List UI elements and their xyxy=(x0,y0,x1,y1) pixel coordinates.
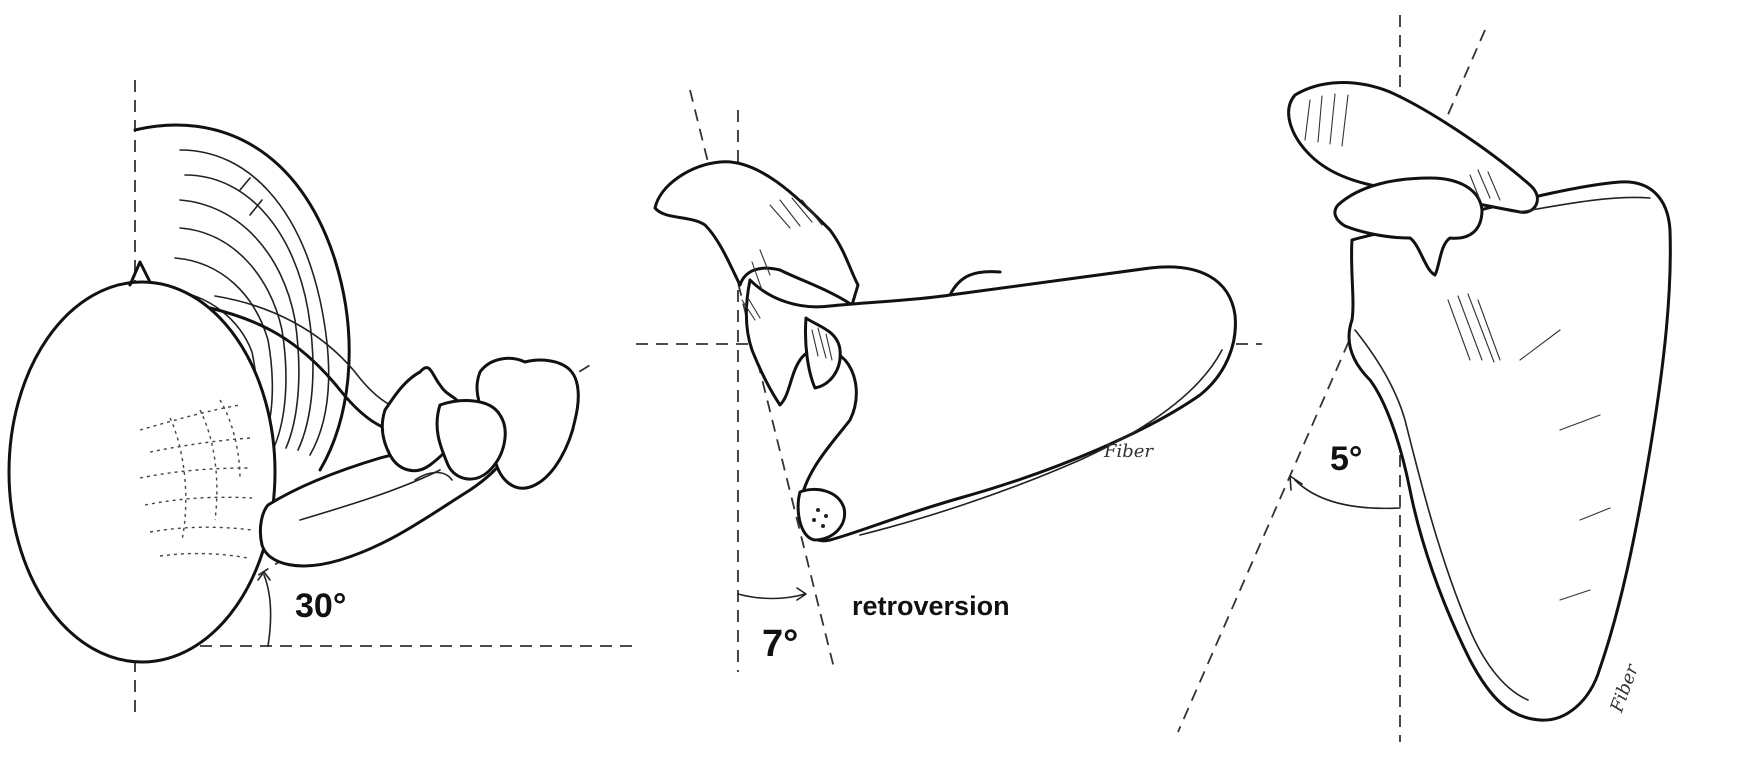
thorax-angle-arc xyxy=(264,575,271,646)
panel-scapula: Fiber 5° xyxy=(1178,15,1670,742)
panel-thorax: 30° xyxy=(9,80,640,712)
scapula-angle-arrow xyxy=(1290,476,1302,490)
scapula-angle-arc xyxy=(1295,480,1400,508)
scapula-superior-view: Fiber xyxy=(655,162,1235,541)
panel-glenoid: Fiber 7° retroversion xyxy=(636,90,1262,672)
glenoid-angle-arc xyxy=(738,594,805,599)
scapula-signature: Fiber xyxy=(1606,660,1643,716)
glenoid-signature: Fiber xyxy=(1103,441,1154,462)
retroversion-caption: retroversion xyxy=(852,591,1010,621)
thorax-angle-label: 30° xyxy=(295,587,346,625)
scapula-axial xyxy=(382,358,578,488)
trunk-section xyxy=(9,262,275,662)
glenoid-angle-arrow xyxy=(797,588,806,600)
scapula-anterior-view: Fiber xyxy=(1289,83,1671,721)
scapula-angle-label: 5° xyxy=(1330,440,1363,478)
glenoid-angle-label: 7° xyxy=(762,623,798,665)
